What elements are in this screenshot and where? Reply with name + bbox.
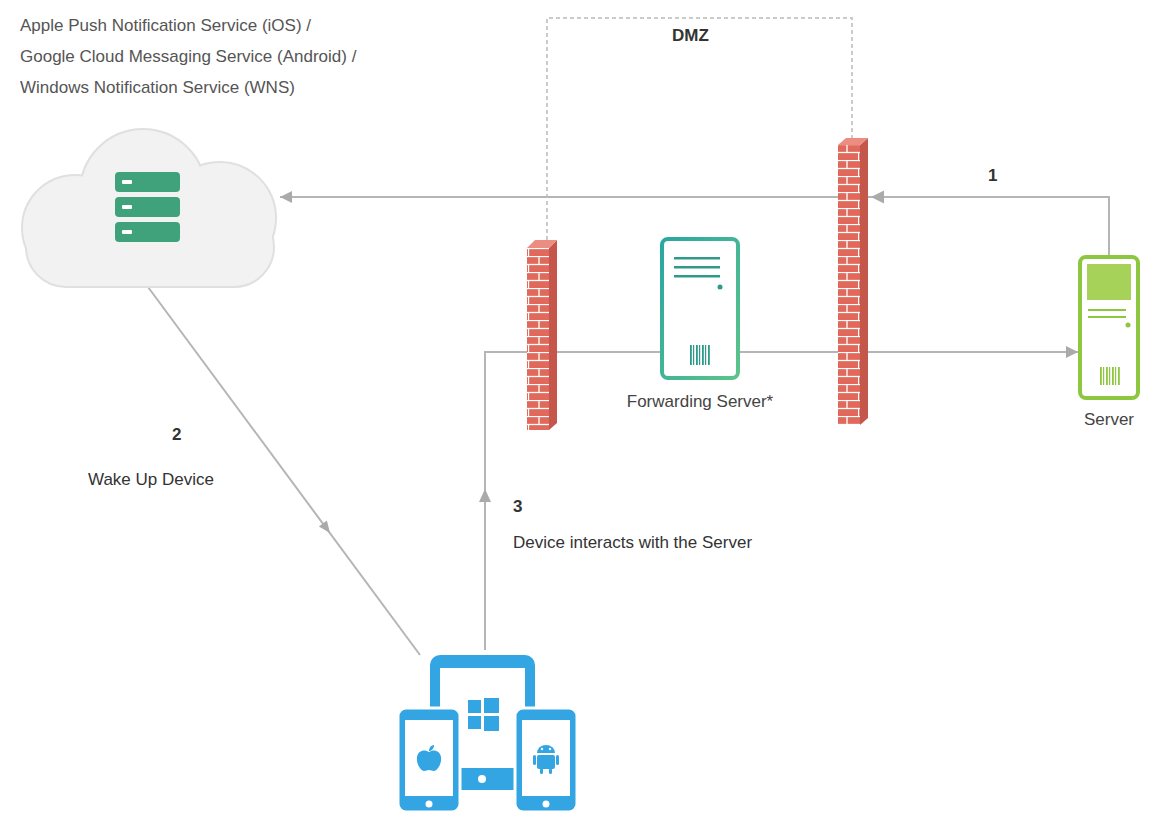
cloud-shape [23,130,275,286]
forwarding-server-icon [662,239,738,378]
cloud-service: Apple Push Notification Service (iOS) / … [15,120,280,290]
node-label: Apple Push Notification Service (iOS) / … [20,10,362,103]
callout-number: 3 [513,497,522,517]
forwarding-server: Forwarding Server* [660,237,740,380]
server-icon [1080,257,1138,398]
node-label: Forwarding Server* [627,392,773,412]
step-label: Device interacts with the Server [513,533,752,553]
dmz-bracket [547,18,852,240]
callout-number: 2 [172,425,181,445]
zone-label: DMZ [672,26,709,46]
forwarding-server-shape [660,237,740,380]
node-label: Server [1084,410,1134,430]
cloud-service-shape [15,120,280,290]
step-label: Wake Up Device [88,470,214,490]
connector-arrow [740,351,1078,353]
server-icon [115,172,180,242]
mid-arrow [319,520,330,533]
callout-number: 1 [988,166,997,186]
mid-arrow [871,191,884,204]
firewall [527,240,557,430]
devices-illustration [398,655,577,812]
server-shape [1078,255,1140,400]
server: Server [1078,255,1140,400]
firewall [838,138,868,425]
mid-arrow [479,489,491,502]
